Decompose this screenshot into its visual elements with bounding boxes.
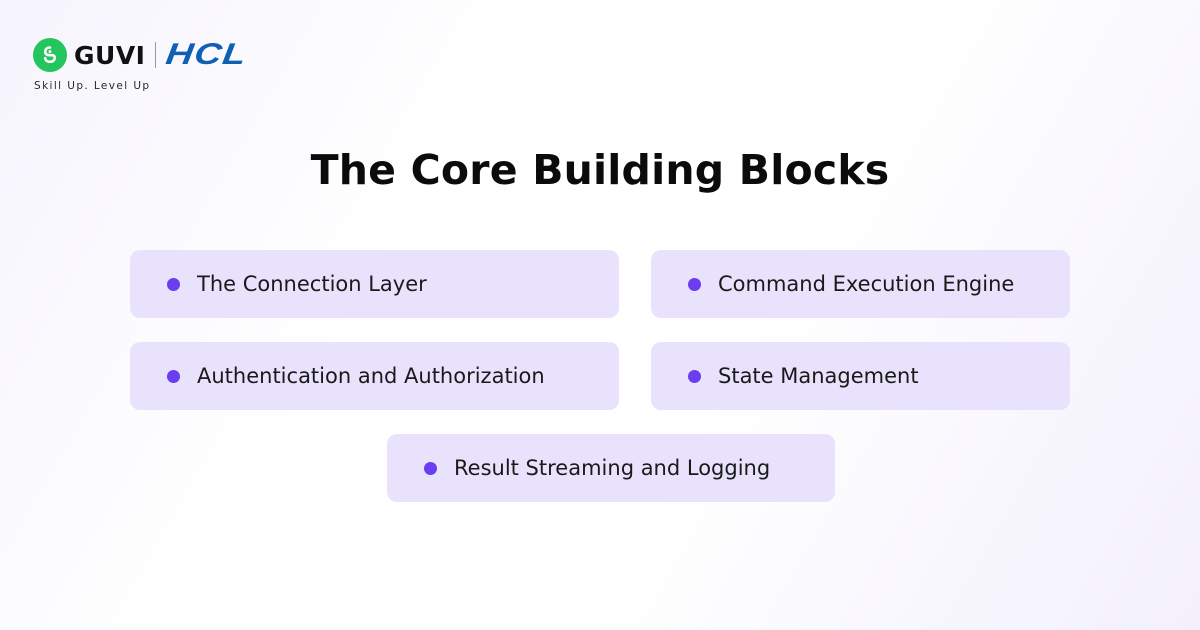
guvi-logo-icon (33, 38, 67, 72)
logo-row: GUVI HCL (33, 38, 333, 72)
building-block-label: The Connection Layer (197, 272, 427, 296)
building-block-card: The Connection Layer (130, 250, 619, 318)
building-block-card: State Management (651, 342, 1070, 410)
brand-logo: GUVI HCL Skill Up. Level Up (33, 38, 333, 98)
building-block-card: Command Execution Engine (651, 250, 1070, 318)
building-block-label: Command Execution Engine (718, 272, 1015, 296)
bullet-dot-icon (688, 277, 701, 291)
bullet-dot-icon (167, 369, 180, 383)
bullet-dot-icon (688, 369, 701, 383)
building-block-card: Authentication and Authorization (130, 342, 619, 410)
bullet-dot-icon (424, 461, 437, 475)
page-title: The Core Building Blocks (310, 146, 890, 194)
bullet-dot-icon (167, 277, 180, 291)
building-block-label: State Management (718, 364, 919, 388)
building-block-label: Authentication and Authorization (197, 364, 545, 388)
hcl-wordmark: HCL (164, 38, 250, 71)
guvi-wordmark: GUVI (74, 40, 146, 70)
logo-divider (155, 42, 157, 68)
brand-tagline: Skill Up. Level Up (34, 80, 151, 92)
building-block-label: Result Streaming and Logging (454, 456, 771, 480)
building-block-card: Result Streaming and Logging (387, 434, 835, 502)
